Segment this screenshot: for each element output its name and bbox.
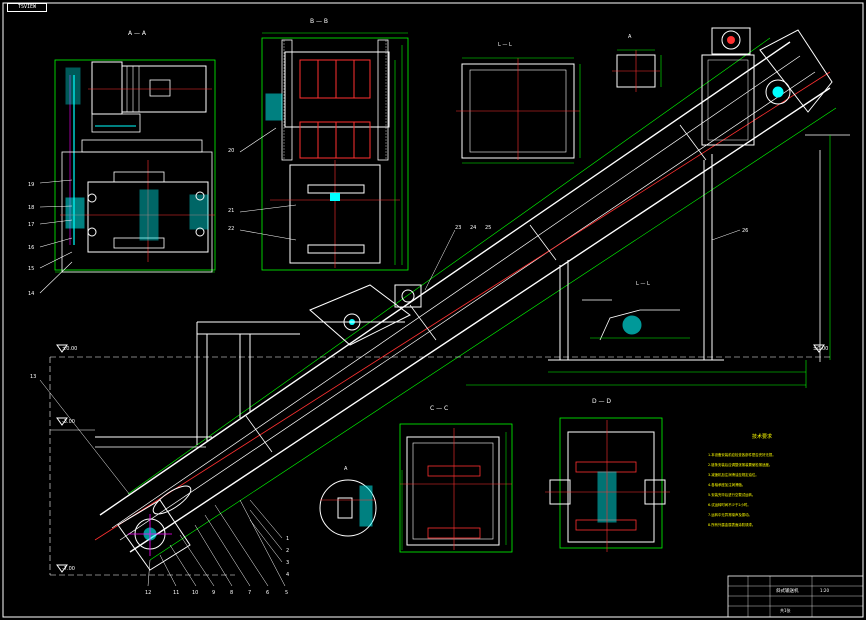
tech-line-4: 4.各轴承座加注润滑脂。 — [708, 482, 745, 487]
title-drawing-name: 斜式输送机 — [776, 587, 799, 594]
tech-line-2: 2.链条安装后应调整张紧装置使松紧适度。 — [708, 462, 772, 467]
callout-19: 19 — [28, 182, 34, 188]
callout-4: 4 — [286, 572, 289, 578]
view-l-square: L — L — [456, 42, 581, 164]
title-sheet: 共1张 — [780, 607, 791, 613]
title-scale: 1:20 — [820, 588, 829, 593]
small-square-view: A — [612, 34, 662, 92]
callout-9: 9 — [212, 590, 215, 596]
tech-line-5: 5.安装完毕后进行空载试运转。 — [708, 492, 755, 497]
callout-15: 15 — [28, 266, 34, 272]
main-callouts: 12 11 10 9 8 7 6 5 1 2 3 4 13 23 24 25 2… — [30, 225, 748, 596]
tech-requirements: 技术要求 1.本设备安装前应检查各部件是否完好无损。 2.链条安装后应调整张紧装… — [708, 433, 776, 527]
detail-view-a: A — [319, 466, 377, 537]
view-b-title: B — B — [310, 18, 328, 25]
tech-line-8: 8.所有外露金属表面涂防锈漆。 — [708, 522, 755, 527]
callout-10: 10 — [192, 590, 198, 596]
callout-1: 1 — [286, 536, 289, 542]
callout-3: 3 — [286, 560, 289, 566]
elevation-bottom: -7.00 — [62, 566, 75, 572]
view-l-square-title: L — L — [498, 42, 512, 48]
elevation-mid: -3.00 — [62, 419, 75, 425]
tech-line-7: 7.运转中无异常噪声及振动。 — [708, 512, 752, 517]
title-block: 斜式输送机 1:20 共1张 — [727, 575, 864, 618]
callout-22: 22 — [228, 226, 234, 232]
tech-title: 技术要求 — [752, 433, 772, 440]
callout-23: 23 — [455, 225, 461, 231]
tech-line-1: 1.本设备安装前应检查各部件是否完好无损。 — [708, 452, 776, 457]
small-view-title: A — [628, 34, 632, 40]
elevation-top: ±0.00 — [62, 346, 77, 352]
callout-18: 18 — [28, 205, 34, 211]
callout-11: 11 — [173, 590, 179, 596]
callout-17: 17 — [28, 222, 34, 228]
callout-16: 16 — [28, 245, 34, 251]
callout-24: 24 — [470, 225, 476, 231]
detail-title: A — [344, 466, 348, 472]
main-conveyor — [94, 29, 837, 571]
callout-2: 2 — [286, 548, 289, 554]
tech-line-6: 6.试运转时间不少于2小时。 — [708, 502, 751, 507]
tech-line-3: 3.减速机加注润滑油至规定油位。 — [708, 472, 759, 477]
view-d-title: D — D — [592, 398, 611, 405]
view-c-c: C — C — [399, 405, 513, 553]
callout-12: 12 — [145, 590, 151, 596]
callout-7: 7 — [248, 590, 251, 596]
callout-14: 14 — [28, 291, 34, 297]
callout-5: 5 — [285, 590, 288, 596]
callout-8: 8 — [230, 590, 233, 596]
elevation-right: ±0.00 — [813, 346, 828, 352]
view-d-d: D — D — [545, 398, 670, 552]
callout-13: 13 — [30, 374, 36, 380]
view-a-title: A — A — [128, 30, 147, 37]
view-l-l: L — L — [582, 281, 690, 341]
callout-6: 6 — [266, 590, 269, 596]
callout-20: 20 — [228, 148, 234, 154]
support-right — [548, 27, 850, 362]
view-a-a: A — A — [28, 30, 216, 297]
view-l-l-title: L — L — [636, 281, 650, 287]
callout-26: 26 — [742, 228, 748, 234]
callout-25: 25 — [485, 225, 491, 231]
callout-21: 21 — [228, 208, 234, 214]
view-c-title: C — C — [430, 405, 448, 412]
elevation-lines: ±0.00 -3.00 -7.00 ±0.00 — [49, 344, 833, 576]
view-b-b: B — B 20 21 22 — [228, 18, 409, 271]
support-left — [95, 321, 405, 448]
